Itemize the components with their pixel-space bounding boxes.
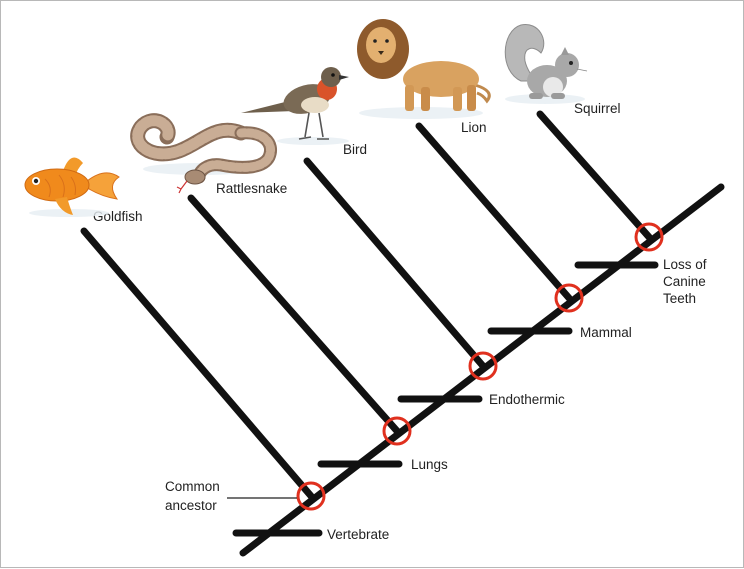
lion-icon xyxy=(357,19,491,119)
node-circle-lungs xyxy=(382,416,412,446)
character-label-vertebrate: Vertebrate xyxy=(327,527,389,542)
character-label-mammal: Mammal xyxy=(580,325,632,340)
taxon-label-bird: Bird xyxy=(343,142,367,157)
taxon-label-squirrel: Squirrel xyxy=(574,101,621,116)
character-label-line: Canine xyxy=(663,274,706,289)
branch-goldfish xyxy=(80,227,315,500)
character-label-lungs: Lungs xyxy=(411,457,448,472)
branch-bird xyxy=(303,157,487,370)
node-circle-mammal xyxy=(554,283,584,313)
character-label-line: Teeth xyxy=(663,291,696,306)
rattlesnake-icon xyxy=(130,113,277,194)
node-circle-canine xyxy=(634,222,664,252)
common-ancestor-line: Common xyxy=(165,479,220,494)
node-circle-endothermic xyxy=(468,351,498,381)
squirrel-icon xyxy=(504,24,588,104)
common-ancestor-label: Common ancestor xyxy=(165,479,224,513)
common-ancestor-line: ancestor xyxy=(165,498,217,513)
goldfish-icon xyxy=(24,157,120,217)
branch-rattlesnake xyxy=(187,194,401,435)
character-label-loss-of-canine-teeth: Loss of Canine Teeth xyxy=(663,257,710,306)
taxon-label-rattlesnake: Rattlesnake xyxy=(216,181,287,196)
node-circle-vertebrates xyxy=(296,481,326,511)
character-label-endothermic: Endothermic xyxy=(489,392,565,407)
branch-lion xyxy=(415,122,573,302)
main-trunk xyxy=(239,183,725,557)
bird-icon xyxy=(241,67,349,145)
branch-squirrel xyxy=(536,110,653,241)
character-label-line: Loss of xyxy=(663,257,707,272)
taxon-label-lion: Lion xyxy=(461,120,487,135)
